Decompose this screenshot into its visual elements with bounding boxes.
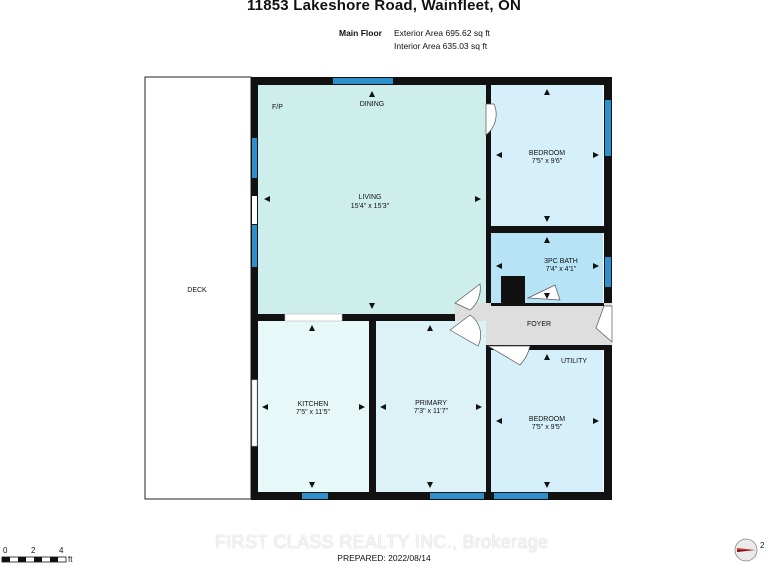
primary-room bbox=[376, 321, 486, 492]
compass-number: 2 bbox=[760, 541, 765, 550]
primary-dimensions: 7'3" x 11'7" bbox=[414, 408, 448, 415]
windows bbox=[252, 78, 611, 499]
floor-name: Main Floor bbox=[339, 28, 382, 38]
dimension-arrows bbox=[262, 89, 599, 488]
exterior-area: Exterior Area 695.62 sq ft bbox=[394, 28, 490, 38]
dining-label: DINING bbox=[360, 101, 385, 108]
bedroom-1 bbox=[491, 85, 603, 226]
living-room bbox=[258, 85, 486, 314]
scale-label-2: 2 bbox=[31, 546, 36, 555]
interior-area: Interior Area 635.03 sq ft bbox=[394, 41, 488, 51]
bedroom-2-dimensions: 7'5" x 9'5" bbox=[532, 424, 563, 431]
foyer-label: FOYER bbox=[527, 321, 551, 328]
utility-label: UTILITY bbox=[561, 358, 587, 365]
kitchen-dimensions: 7'5" x 11'5" bbox=[296, 409, 330, 416]
compass-icon bbox=[734, 538, 758, 562]
foyer-area bbox=[455, 303, 612, 349]
door-swings bbox=[449, 103, 613, 366]
living-dimensions: 15'4" x 15'3" bbox=[351, 203, 390, 210]
bath-dimensions: 7'4" x 4'1" bbox=[546, 266, 577, 273]
scale-label-4: 4 bbox=[59, 546, 64, 555]
scale-unit: ft bbox=[68, 555, 73, 564]
fp-label: F/P bbox=[272, 104, 283, 111]
scale-bar bbox=[1, 556, 67, 563]
primary-label: PRIMARY bbox=[415, 400, 447, 407]
bedroom-2 bbox=[491, 350, 603, 492]
page-title: 11853 Lakeshore Road, Wainfleet, ON bbox=[246, 0, 522, 14]
kitchen-room bbox=[258, 321, 369, 492]
kitchen-label: KITCHEN bbox=[298, 401, 329, 408]
deck-label: DECK bbox=[187, 287, 207, 294]
brokerage-watermark: FIRST CLASS REALTY INC., Brokerage bbox=[215, 532, 549, 552]
bedroom-2-label: BEDROOM bbox=[529, 416, 565, 423]
bath-label: 3PC BATH bbox=[544, 258, 578, 265]
bedroom-1-label: BEDROOM bbox=[529, 150, 565, 157]
bedroom-1-dimensions: 7'5" x 9'6" bbox=[532, 158, 563, 165]
scale-label-0: 0 bbox=[3, 546, 8, 555]
deck-area bbox=[144, 76, 252, 500]
prepared-date: PREPARED: 2022/08/14 bbox=[337, 553, 431, 563]
living-label: LIVING bbox=[359, 194, 382, 201]
